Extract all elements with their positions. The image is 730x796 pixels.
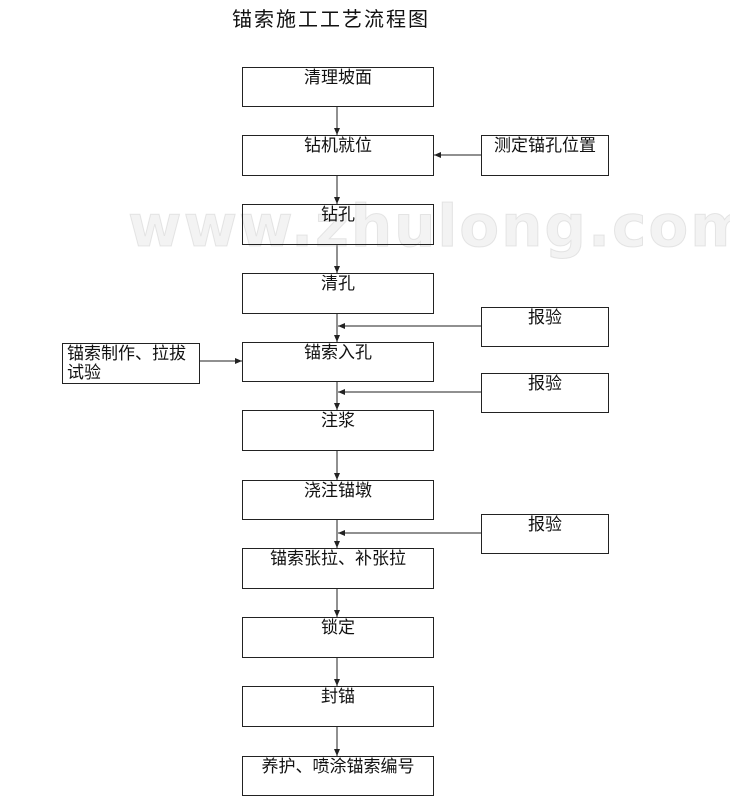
step-label: 养护、喷涂锚索编号 (261, 757, 415, 777)
step-label: 清理坡面 (304, 68, 372, 88)
side-inspection-2: 报验 (481, 373, 609, 413)
step-label: 浇注锚墩 (304, 481, 372, 501)
side-label: 报验 (528, 374, 562, 394)
step-position-rig: 钻机就位 (242, 135, 434, 176)
step-label: 清孔 (321, 274, 355, 294)
step-label: 注浆 (321, 411, 355, 431)
step-seal-anchor: 封锚 (242, 686, 434, 727)
step-drill: 钻孔 (242, 204, 434, 245)
step-label: 钻机就位 (304, 136, 372, 156)
diagram-title: 锚索施工工艺流程图 (232, 7, 430, 31)
step-lock: 锁定 (242, 617, 434, 658)
step-clean-hole: 清孔 (242, 273, 434, 314)
step-label: 锁定 (321, 618, 355, 638)
step-insert-cable: 锚索入孔 (242, 342, 434, 382)
side-cable-prep: 锚索制作、拉拔试验 (62, 343, 200, 384)
side-label: 测定锚孔位置 (494, 136, 596, 156)
step-label: 钻孔 (321, 205, 355, 225)
side-label: 锚索制作、拉拔试验 (67, 344, 186, 383)
step-curing-numbering: 养护、喷涂锚索编号 (242, 756, 434, 796)
side-locate-hole: 测定锚孔位置 (481, 135, 609, 176)
side-inspection-1: 报验 (481, 307, 609, 347)
step-label: 封锚 (321, 687, 355, 707)
step-tensioning: 锚索张拉、补张拉 (242, 548, 434, 589)
step-cast-anchor-pier: 浇注锚墩 (242, 480, 434, 520)
side-label: 报验 (528, 515, 562, 535)
side-label: 报验 (528, 308, 562, 328)
side-inspection-3: 报验 (481, 514, 609, 554)
step-label: 锚索入孔 (304, 343, 372, 363)
step-label: 锚索张拉、补张拉 (270, 549, 406, 569)
step-clear-slope: 清理坡面 (242, 67, 434, 107)
step-grouting: 注浆 (242, 410, 434, 451)
